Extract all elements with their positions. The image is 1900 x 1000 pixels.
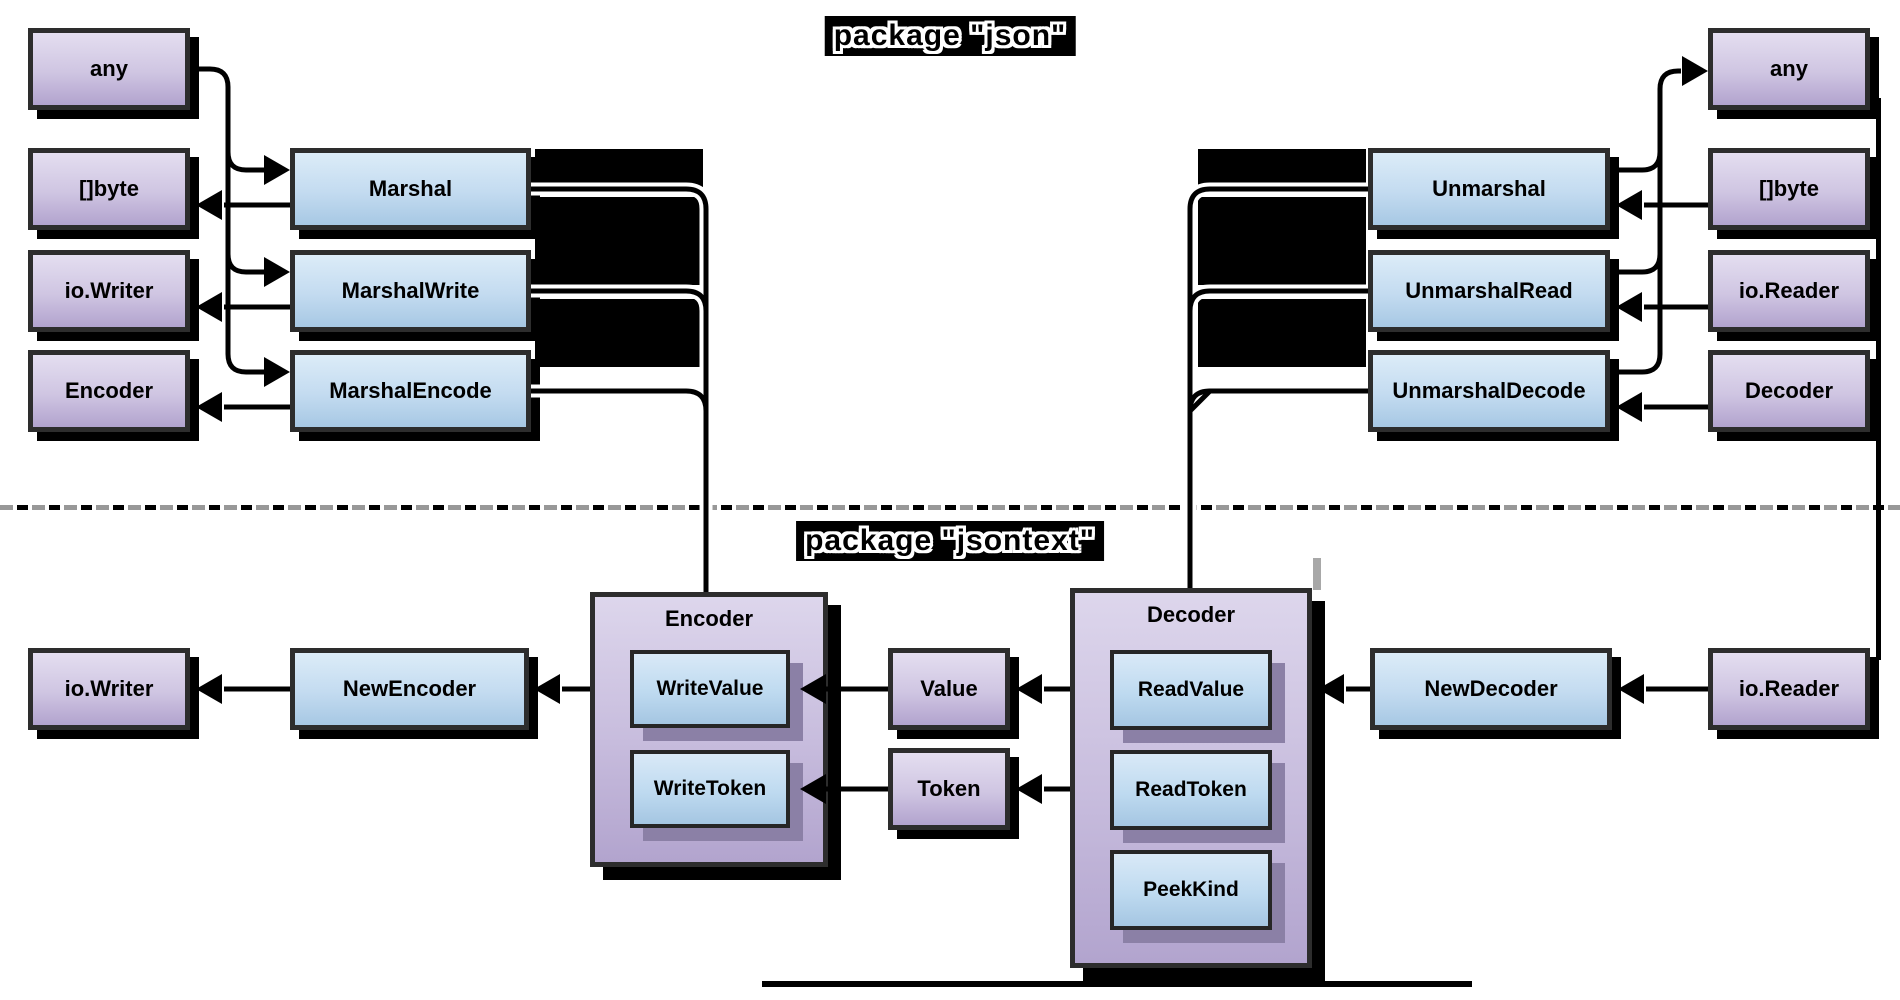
arrowhead-into-token bbox=[1016, 774, 1042, 804]
method-label: ReadToken bbox=[1135, 778, 1247, 801]
black-rect-left-1 bbox=[535, 149, 703, 187]
func-box-new-encoder: NewEncoder bbox=[290, 648, 529, 730]
type-box-io-reader-bottom: io.Reader bbox=[1708, 648, 1870, 730]
package-separator-dashed-line bbox=[0, 505, 1900, 510]
type-box-decoder-right: Decoder bbox=[1708, 350, 1870, 432]
type-label: Token bbox=[917, 776, 981, 801]
type-box-byte-slice-right: []byte bbox=[1708, 148, 1870, 230]
method-label: PeekKind bbox=[1143, 878, 1239, 901]
black-rect-right-2 bbox=[1198, 197, 1366, 285]
black-rect-left-3 bbox=[535, 299, 703, 367]
black-rect-right-3 bbox=[1198, 299, 1366, 367]
method-box-read-value: ReadValue bbox=[1110, 650, 1272, 730]
arrowhead-into-decoder-container bbox=[1318, 674, 1344, 704]
method-box-write-value: WriteValue bbox=[630, 650, 790, 728]
arrowhead-into-byte-slice-left bbox=[196, 190, 222, 220]
method-label: WriteValue bbox=[656, 677, 764, 700]
type-label: io.Writer bbox=[64, 676, 154, 701]
right-edge-connector-line bbox=[1876, 98, 1881, 660]
func-box-unmarshal: Unmarshal bbox=[1368, 148, 1610, 230]
type-box-any-left: any bbox=[28, 28, 190, 110]
bottom-horizontal-line bbox=[762, 981, 1472, 987]
func-box-marshal-encode: MarshalEncode bbox=[290, 350, 531, 432]
arrowhead-into-unmarshal-decode bbox=[1616, 392, 1642, 422]
func-label: MarshalWrite bbox=[341, 278, 480, 303]
type-box-byte-slice-left: []byte bbox=[28, 148, 190, 230]
arrowhead-into-marshal bbox=[264, 155, 290, 185]
type-box-io-writer-left: io.Writer bbox=[28, 250, 190, 332]
package-jsontext-title: package "jsontext" bbox=[796, 521, 1104, 561]
type-box-io-reader-right: io.Reader bbox=[1708, 250, 1870, 332]
method-label: WriteToken bbox=[653, 777, 767, 800]
arrowhead-into-marshal-write bbox=[264, 257, 290, 287]
arrowhead-into-encoder-left bbox=[196, 392, 222, 422]
func-box-unmarshal-read: UnmarshalRead bbox=[1368, 250, 1610, 332]
type-label: Decoder bbox=[1744, 378, 1834, 403]
method-box-read-token: ReadToken bbox=[1110, 750, 1272, 830]
type-box-io-writer-bottom: io.Writer bbox=[28, 648, 190, 730]
type-label: any bbox=[1770, 56, 1808, 81]
func-label: Marshal bbox=[368, 176, 453, 201]
method-box-peek-kind: PeekKind bbox=[1110, 850, 1272, 930]
encoder-container-title: Encoder bbox=[664, 606, 754, 631]
gray-artifact-bar bbox=[1313, 558, 1321, 590]
type-label: []byte bbox=[79, 176, 139, 201]
func-label: NewDecoder bbox=[1424, 676, 1558, 701]
type-label: io.Writer bbox=[64, 278, 154, 303]
func-box-marshal: Marshal bbox=[290, 148, 531, 230]
func-label: NewEncoder bbox=[342, 676, 477, 701]
arrowhead-into-marshal-encode bbox=[264, 357, 290, 387]
decoder-container-title: Decoder bbox=[1146, 602, 1236, 627]
method-box-write-token: WriteToken bbox=[630, 750, 790, 828]
arrowhead-into-new-decoder bbox=[1618, 674, 1644, 704]
type-box-token: Token bbox=[888, 748, 1010, 830]
type-box-value: Value bbox=[888, 648, 1010, 730]
arrowhead-into-unmarshal-read bbox=[1616, 292, 1642, 322]
func-label: Unmarshal bbox=[1432, 176, 1546, 201]
arrowhead-into-any-right bbox=[1682, 56, 1708, 86]
arrowhead-into-value bbox=[1016, 674, 1042, 704]
type-label: Encoder bbox=[64, 378, 154, 403]
func-label: MarshalEncode bbox=[329, 378, 492, 403]
type-box-any-right: any bbox=[1708, 28, 1870, 110]
func-label: UnmarshalDecode bbox=[1392, 378, 1586, 403]
arrowhead-into-new-encoder bbox=[534, 674, 560, 704]
method-label: ReadValue bbox=[1137, 678, 1245, 701]
type-label: any bbox=[90, 56, 128, 81]
type-label: io.Reader bbox=[1738, 676, 1840, 701]
arrowhead-into-io-writer-left bbox=[196, 292, 222, 322]
package-json-title: package "json" bbox=[824, 16, 1076, 56]
func-box-marshal-write: MarshalWrite bbox=[290, 250, 531, 332]
func-label: UnmarshalRead bbox=[1405, 278, 1573, 303]
func-box-new-decoder: NewDecoder bbox=[1370, 648, 1612, 730]
func-box-unmarshal-decode: UnmarshalDecode bbox=[1368, 350, 1610, 432]
type-label: Value bbox=[920, 676, 978, 701]
arrowhead-into-io-writer-bottom bbox=[196, 674, 222, 704]
black-rect-right-1 bbox=[1198, 149, 1366, 187]
type-label: io.Reader bbox=[1738, 278, 1840, 303]
black-rect-left-2 bbox=[535, 197, 703, 285]
type-label: []byte bbox=[1759, 176, 1819, 201]
arrowhead-into-unmarshal bbox=[1616, 190, 1642, 220]
type-box-encoder-left: Encoder bbox=[28, 350, 190, 432]
